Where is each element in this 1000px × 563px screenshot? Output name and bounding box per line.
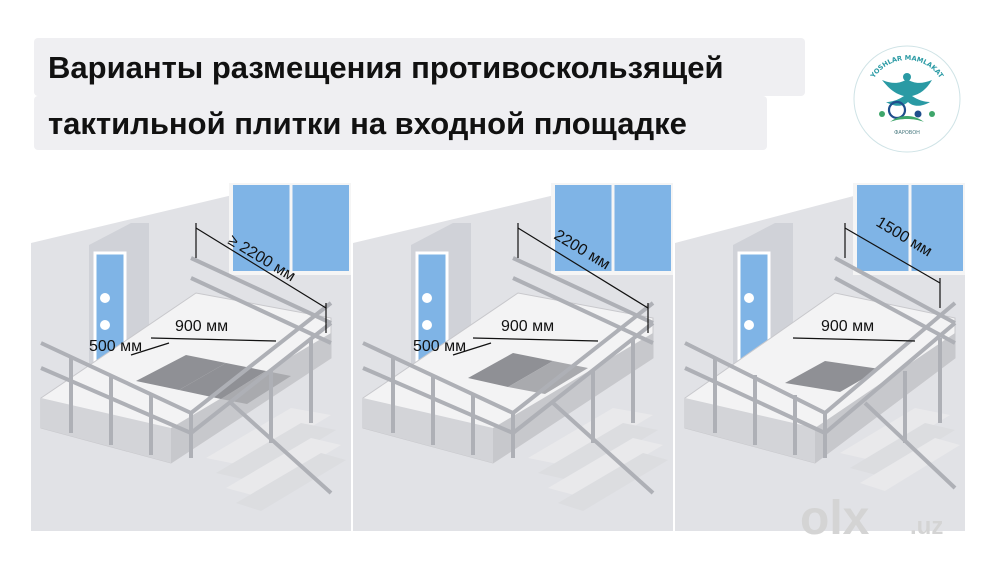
logo-subtext: ФАРОВОН [894, 130, 920, 136]
side-dimension-label: 500 мм [413, 338, 466, 355]
diagram-panel-1: ≥ 2200 мм 900 мм 500 мм [31, 183, 351, 531]
title-line-2: тактильной плитки на входной площадке [34, 96, 767, 150]
title-text-1: Варианты размещения противоскользящей [48, 49, 724, 85]
title-line-1: Варианты размещения противоскользящей [34, 38, 805, 96]
watermark-suffix: .uz [910, 513, 943, 540]
title-text-2: тактильной плитки на входной площадке [48, 105, 687, 141]
tactile-tiles [785, 361, 880, 392]
dimension-lines [452, 223, 649, 356]
railing [684, 256, 957, 490]
bird-emblem-icon [879, 73, 935, 122]
dimension-lines [792, 223, 941, 342]
diagram-panel-2: 2200 мм 900 мм 500 мм [353, 183, 673, 531]
organization-logo: YOSHLAR MAMLAKAT ФАРОВОН [853, 45, 961, 153]
railing [362, 256, 655, 495]
railing [40, 256, 333, 495]
depth-dimension-label: 900 мм [821, 318, 874, 335]
depth-dimension-label: 900 мм [175, 318, 228, 335]
watermark-main: olx [800, 492, 870, 545]
dimension-lines [130, 223, 327, 356]
olx-watermark: olx .uz [800, 492, 943, 545]
depth-dimension-label: 900 мм [501, 318, 554, 335]
diagram-panel-3: 1500 мм 900 мм [675, 183, 965, 531]
door-icon [411, 223, 471, 383]
stairs [840, 408, 960, 491]
side-dimension-label: 500 мм [89, 338, 142, 355]
